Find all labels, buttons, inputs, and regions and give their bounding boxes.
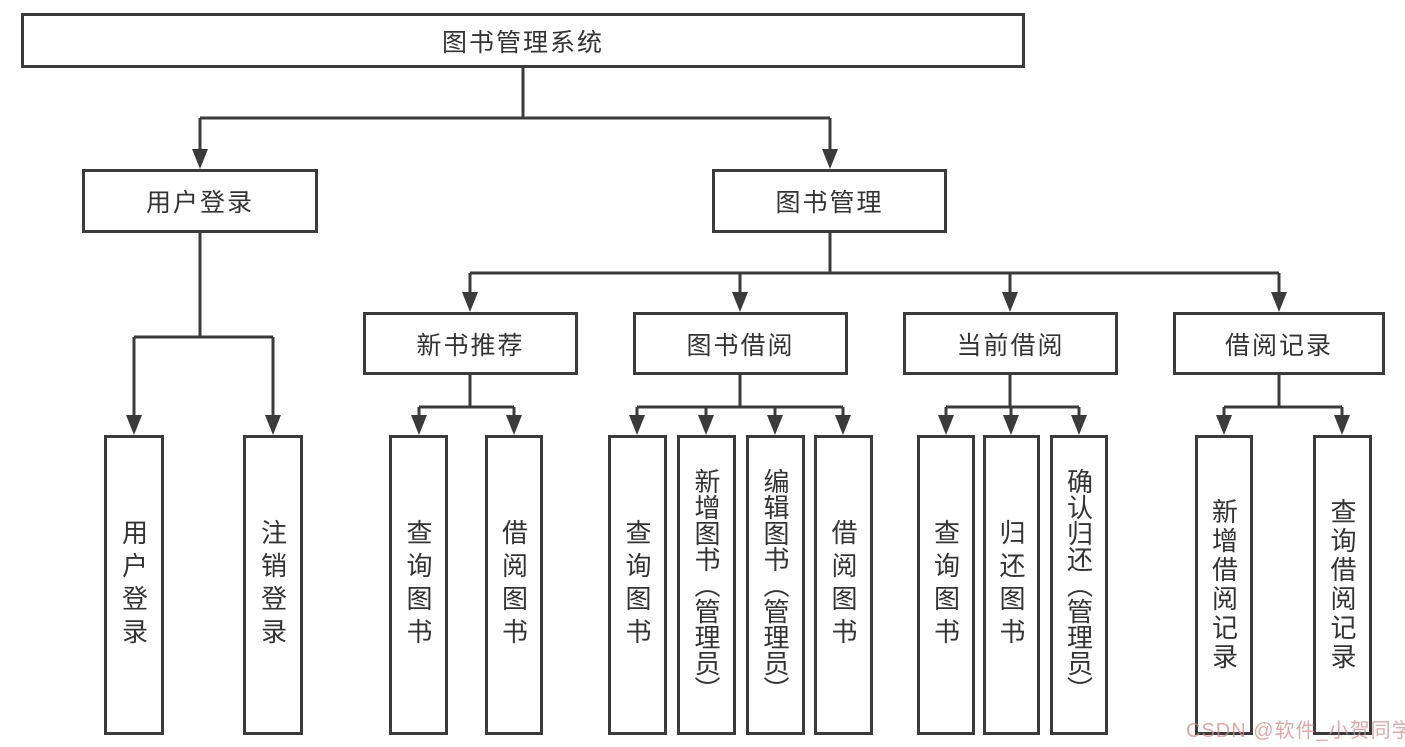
- csdn-watermark: CSDN @软件_小贺同学: [1186, 720, 1405, 742]
- node-new-book-recommendation: 新书推荐: [363, 312, 578, 375]
- node-book-borrowing: 图书借阅: [633, 312, 848, 375]
- arrowhead: [732, 292, 748, 312]
- arrowhead: [1334, 415, 1350, 435]
- leaf-edit-books-admin: 编辑图书（管理员）: [746, 435, 805, 735]
- connector-userlogin-to-leaves: [132, 233, 275, 417]
- leaf-label: 新增图书（管理员）: [691, 468, 721, 702]
- arrowhead: [1271, 292, 1287, 312]
- leaf-borrow-books: 借阅图书: [485, 435, 543, 735]
- node-borrowing-records: 借阅记录: [1173, 312, 1385, 375]
- arrowhead: [1002, 292, 1018, 312]
- leaf-label: 新增借阅记录: [1208, 498, 1239, 672]
- leaf-return-books: 归还图书: [983, 435, 1040, 735]
- arrowhead: [938, 415, 954, 435]
- arrowhead: [192, 149, 208, 169]
- arrowhead: [1071, 415, 1087, 435]
- connector-newbookrec-to-leaves: [417, 375, 516, 417]
- leaf-label: 注销登录: [257, 519, 288, 651]
- leaf-query-books: 查询图书: [917, 435, 975, 735]
- connector-root-to-level2: [198, 68, 832, 151]
- arrowhead: [411, 415, 427, 435]
- leaf-label: 查询图书: [622, 519, 652, 651]
- arrowhead: [265, 415, 281, 435]
- leaf-label: 查询图书: [930, 519, 961, 651]
- leaf-label: 查询借阅记录: [1327, 498, 1357, 672]
- leaf-confirm-return-admin: 确认归还（管理员）: [1050, 435, 1108, 735]
- leaf-query-books: 查询图书: [389, 435, 448, 735]
- node-library-management-system: 图书管理系统: [21, 13, 1025, 68]
- connector-currentborrow-to-leaves: [944, 375, 1081, 417]
- leaf-query-books: 查询图书: [608, 435, 667, 735]
- leaf-logout: 注销登录: [243, 435, 303, 735]
- arrowhead: [506, 415, 522, 435]
- leaf-add-borrow-record: 新增借阅记录: [1195, 435, 1253, 735]
- arrowhead: [629, 415, 645, 435]
- leaf-label: 编辑图书（管理员）: [760, 468, 790, 702]
- leaf-label: 借阅图书: [828, 519, 858, 651]
- leaf-label: 归还图书: [996, 519, 1026, 651]
- leaf-label: 查询图书: [403, 519, 433, 651]
- connector-bookborrow-to-leaves: [635, 375, 845, 417]
- node-book-management: 图书管理: [712, 169, 947, 233]
- leaf-borrow-books: 借阅图书: [814, 435, 873, 735]
- leaf-label: 借阅图书: [498, 519, 529, 651]
- arrowheads: [126, 149, 1350, 435]
- connector-borrowrecord-to-leaves: [1222, 375, 1344, 417]
- leaf-label: 用户登录: [118, 519, 149, 651]
- arrowhead: [822, 149, 838, 169]
- arrowhead: [462, 292, 478, 312]
- leaf-user-login: 用户登录: [104, 435, 164, 735]
- arrowhead: [698, 415, 714, 435]
- arrowhead: [126, 415, 142, 435]
- arrowhead: [767, 415, 783, 435]
- leaf-query-borrow-record: 查询借阅记录: [1313, 435, 1372, 735]
- arrowhead: [1216, 415, 1232, 435]
- connector-bookmgmt-to-level3: [468, 233, 1281, 294]
- node-user-login: 用户登录: [82, 169, 318, 233]
- arrowhead: [1003, 415, 1019, 435]
- leaf-label: 确认归还（管理员）: [1063, 468, 1094, 702]
- leaf-add-books-admin: 新增图书（管理员）: [677, 435, 736, 735]
- node-current-borrowing: 当前借阅: [903, 312, 1118, 375]
- arrowhead: [835, 415, 851, 435]
